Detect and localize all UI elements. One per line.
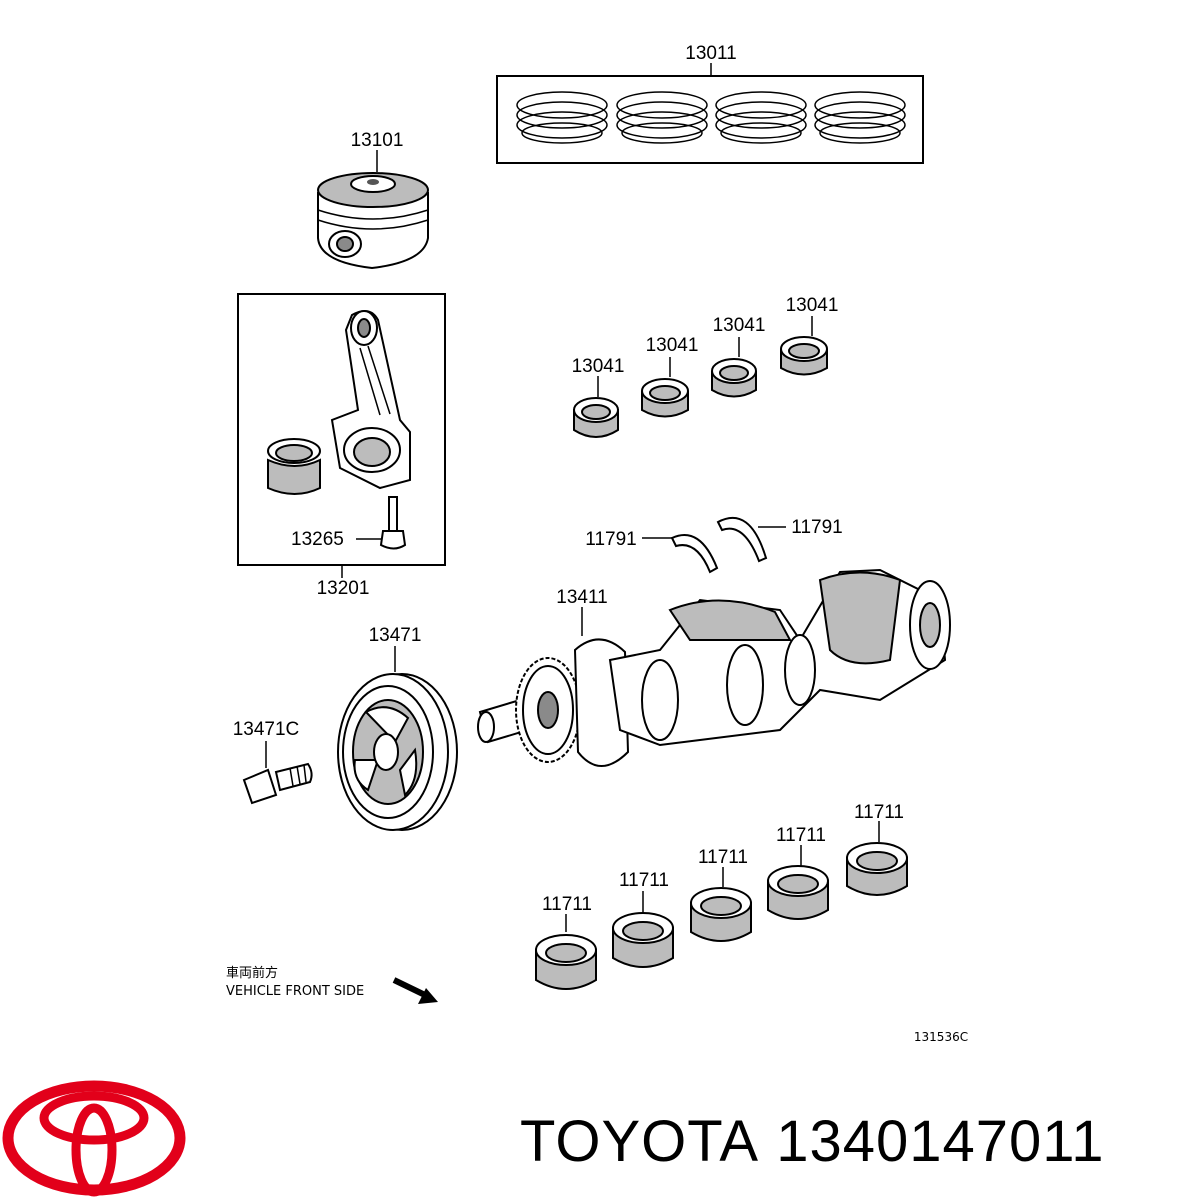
callout-13041-4: 13041 xyxy=(786,295,839,316)
ring-group-4 xyxy=(814,91,906,144)
illustration-reference: 131536C xyxy=(914,1030,968,1044)
main-bearing-4 xyxy=(767,845,829,920)
callout-13041-2: 13041 xyxy=(646,335,699,356)
piston xyxy=(317,150,429,270)
callout-11711-2: 11711 xyxy=(619,870,669,891)
direction-note-english: VEHICLE FRONT SIDE xyxy=(226,984,364,999)
ring-group-1 xyxy=(516,91,608,144)
front-direction-arrow-icon xyxy=(392,977,438,1004)
callout-11711-4: 11711 xyxy=(776,825,826,846)
piston-ring-set xyxy=(496,63,924,164)
toyota-logo-icon xyxy=(2,1080,186,1197)
main-bearing-1 xyxy=(535,914,597,990)
pulley-bolt xyxy=(242,741,313,805)
ring-group-3 xyxy=(715,91,807,144)
callout-11791-right: 11791 xyxy=(791,517,842,538)
crankshaft xyxy=(477,568,951,767)
connecting-rod-assembly xyxy=(237,293,446,578)
callout-13411: 13411 xyxy=(556,587,607,608)
callout-13041-1: 13041 xyxy=(572,356,625,377)
main-bearing-3 xyxy=(690,867,752,942)
ring-group-2 xyxy=(616,91,708,144)
callout-13201: 13201 xyxy=(317,578,370,599)
rod-bearing-1 xyxy=(573,376,619,438)
callout-13041-3: 13041 xyxy=(713,315,766,336)
callout-13011: 13011 xyxy=(685,43,736,64)
main-bearing-5 xyxy=(846,821,908,896)
direction-note-japanese: 車両前方 xyxy=(226,965,278,981)
thrust-washer-right xyxy=(716,517,786,563)
product-title: TOYOTA 1340147011 xyxy=(520,1108,1200,1175)
callout-11711-5: 11711 xyxy=(854,802,904,823)
rod-bearing-4 xyxy=(780,316,828,376)
callout-13471: 13471 xyxy=(369,625,422,646)
callout-11791-left: 11791 xyxy=(585,529,636,550)
part-number: 1340147011 xyxy=(776,1109,1105,1174)
callout-13265: 13265 xyxy=(291,529,344,550)
callout-11711-3: 11711 xyxy=(698,847,748,868)
rod-bearing-3 xyxy=(711,337,757,398)
rod-bearing-2 xyxy=(641,357,689,418)
callout-11711-1: 11711 xyxy=(542,894,592,915)
thrust-washer-left xyxy=(642,533,719,574)
brand-name: TOYOTA xyxy=(520,1109,760,1174)
crank-pulley xyxy=(337,646,458,831)
callout-13471C: 13471C xyxy=(233,719,300,740)
main-bearing-2 xyxy=(612,891,674,968)
callout-13101: 13101 xyxy=(351,130,404,151)
